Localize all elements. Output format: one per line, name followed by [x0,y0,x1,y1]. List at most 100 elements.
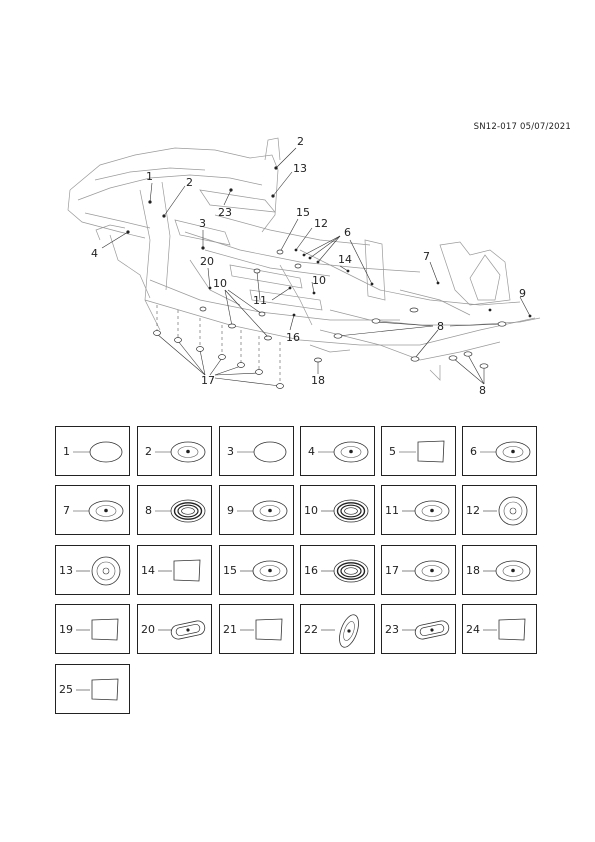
part-cell: 11 [381,485,456,535]
part-number: 2 [145,445,152,458]
vehicle-body-linework [67,137,541,381]
callout-label: 17 [201,374,215,387]
part-number: 16 [304,564,318,577]
callout-label: 11 [253,294,267,307]
rectangular-patch-icon [76,618,119,641]
part-number: 18 [466,564,480,577]
drop-lines [156,305,281,385]
callout-label: 15 [296,206,310,219]
part-number: 10 [304,504,318,517]
part-cell: 14 [137,545,212,595]
callout-label: 14 [338,253,352,266]
part-cell: 22 [300,604,375,654]
part-number: 25 [59,683,73,696]
part-cell: 20 [137,604,212,654]
grommet-small-hole-icon [402,500,450,522]
part-number: 12 [466,504,480,517]
grommet-small-hole-icon [240,560,288,582]
part-cell: 12 [462,485,537,535]
grommet-small-hole-icon [402,560,450,582]
grommet-small-hole-icon [155,441,206,463]
part-number: 24 [466,623,480,636]
part-number: 22 [304,623,318,636]
ribbed-grommet-icon [321,499,369,523]
callout-label: 2 [186,176,193,189]
callout-label: 16 [286,331,300,344]
ribbed-grommet-icon [155,499,206,523]
callout-label: 6 [344,226,351,239]
part-cell: 23 [381,604,456,654]
part-cell: 7 [55,485,130,535]
part-cell: 9 [219,485,294,535]
callout-label: 8 [437,320,444,333]
part-number: 17 [385,564,399,577]
part-cell: 18 [462,545,537,595]
callout-label: 10 [312,274,326,287]
rectangular-patch-icon [399,440,445,463]
part-number: 5 [389,445,396,458]
part-cell: 24 [462,604,537,654]
callout-label: 10 [213,277,227,290]
grommet-small-hole-icon [73,500,124,522]
part-cell: 5 [381,426,456,476]
underbody-exploded-diagram: 2 13 1 2 23 3 4 15 12 6 20 14 7 10 10 11… [67,135,541,397]
part-number: 14 [141,564,155,577]
part-number: 9 [227,504,234,517]
rectangular-patch-icon [483,618,526,641]
callout-label: 8 [479,384,486,397]
callout-label: 23 [218,206,232,219]
part-number: 20 [141,623,155,636]
grommet-small-hole-icon [237,500,288,522]
part-number: 7 [63,504,70,517]
part-number: 3 [227,445,234,458]
rectangular-patch-icon [158,559,201,582]
grommet-small-hole-icon [480,441,531,463]
oval-grommet-icon [158,620,206,640]
callout-label: 3 [199,217,206,230]
leader-lines [101,147,531,387]
part-number: 19 [59,623,73,636]
part-number: 6 [470,445,477,458]
part-cell: 25 [55,664,130,714]
callout-label: 13 [293,162,307,175]
grommet-small-hole-icon [318,441,369,463]
part-cell: 19 [55,604,130,654]
part-cell: 17 [381,545,456,595]
ribbed-grommet-icon [321,559,369,583]
grommet-small-hole-icon [483,560,531,582]
part-cell: 15 [219,545,294,595]
part-number: 1 [63,445,70,458]
callout-label: 1 [146,170,153,183]
callout-labels: 2 13 1 2 23 3 4 15 12 6 20 14 7 10 10 11… [91,135,526,397]
part-cell: 6 [462,426,537,476]
rectangular-patch-icon [76,678,119,701]
part-markers [153,249,507,389]
callout-label: 2 [297,135,304,148]
oval-grommet-icon [402,620,450,640]
part-number: 11 [385,504,399,517]
part-cell: 21 [219,604,294,654]
part-number: 8 [145,504,152,517]
part-number: 15 [223,564,237,577]
callout-label: 20 [200,255,214,268]
tilted-grommet-icon [321,614,359,648]
round-plug-plain-icon [73,441,123,463]
callout-label: 12 [314,217,328,230]
part-cell: 3 [219,426,294,476]
part-cell: 2 [137,426,212,476]
callout-label: 9 [519,287,526,300]
rectangular-patch-icon [240,618,283,641]
part-cell: 13 [55,545,130,595]
callout-label: 4 [91,247,98,260]
part-number: 23 [385,623,399,636]
callout-label: 7 [423,250,430,263]
part-cell: 16 [300,545,375,595]
domed-grommet-icon [483,496,528,526]
part-number: 4 [308,445,315,458]
part-cell: 4 [300,426,375,476]
fastener-dots [126,166,532,318]
part-cell: 8 [137,485,212,535]
part-number: 13 [59,564,73,577]
part-cell: 1 [55,426,130,476]
